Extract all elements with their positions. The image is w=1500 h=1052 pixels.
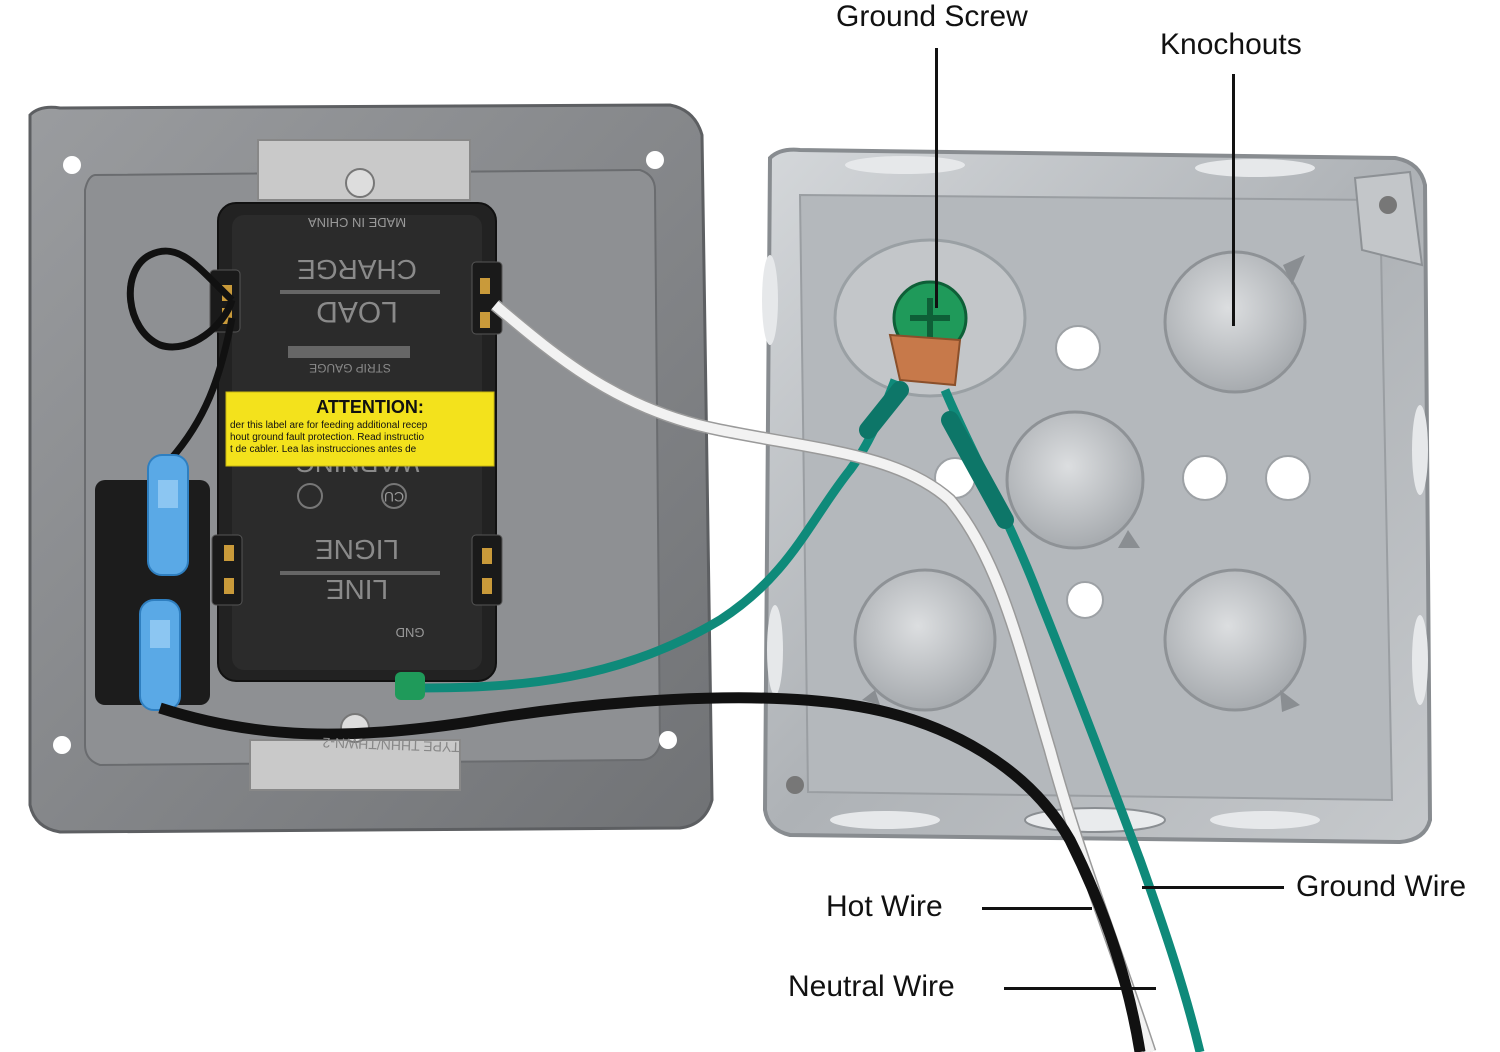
ground-wire [419,378,900,693]
made-in-text: MADE IN CHINA [308,215,407,230]
neutral-wire-leader [1004,987,1156,990]
hot-wire-leader [982,907,1092,910]
butt-connector [139,599,181,711]
butt-connector [147,454,189,576]
ground-screw [833,238,1027,398]
knockouts-leader [1232,74,1235,326]
ground-wire-label: Ground Wire [1296,870,1467,903]
strip-gauge-text: STRIP GAUGE [309,361,391,375]
attention-line-2: hout ground fault protection. Read instr… [230,432,424,443]
mounting-hole [53,736,71,754]
attention-heading: ATTENTION: [316,397,424,417]
knockout [1005,410,1145,550]
ligne-text: LIGNE [315,534,399,565]
neutral-wire-label: Neutral Wire [788,970,955,1003]
line-text: LINE [326,574,388,605]
cable-print: TYPE THHN/THWN-2 [322,735,460,756]
knockout [1163,568,1307,712]
knockouts-label: Knochouts [1160,28,1302,61]
knockout [1163,250,1307,394]
ground-screw-leader [935,48,938,308]
attention-line-3: t de cabler. Lea las instrucciones antes… [230,444,417,455]
hot-wire [158,692,1146,1052]
mounting-hole [646,151,664,169]
gnd-text: GND [396,625,425,640]
ground-wire-leader [1142,886,1284,889]
charge-text: CHARGE [297,254,417,285]
mounting-hole [659,731,677,749]
ground-crimp [395,672,425,700]
attention-label: ATTENTION: der this label are for feedin… [225,391,495,467]
jumper-wire [126,247,236,351]
knockout [853,568,997,712]
attention-line-1: der this label are for feeding additiona… [230,420,428,431]
hot-wire-label: Hot Wire [826,890,943,923]
mounting-hole [63,156,81,174]
cu-text: CU [384,489,404,505]
ground-screw-label: Ground Screw [836,0,1028,33]
load-text: LOAD [316,295,398,328]
knockouts [853,250,1311,712]
